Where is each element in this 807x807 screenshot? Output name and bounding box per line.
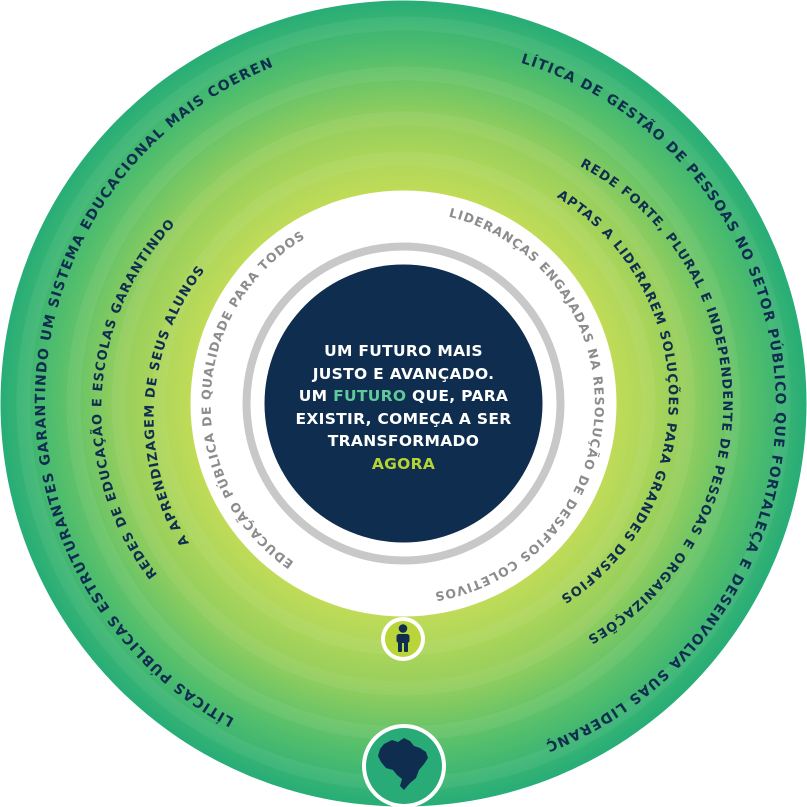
person-icon bbox=[381, 617, 425, 661]
gray-ring bbox=[242, 242, 565, 565]
center-line-4: EXISTIR, COMEÇA A SER bbox=[295, 409, 512, 428]
center-highlight-agora: AGORA bbox=[371, 454, 436, 473]
center-line-3: UM FUTURO QUE, PARA bbox=[283, 385, 524, 408]
center-line-2: JUSTO E AVANÇADO. bbox=[312, 364, 495, 383]
center-line-5: TRANSFORMADO bbox=[327, 432, 480, 450]
brazil-map-icon bbox=[362, 724, 446, 807]
center-line-1: UM FUTURO MAIS bbox=[324, 342, 483, 360]
center-message: UM FUTURO MAIS JUSTO E AVANÇADO. UM FUTU… bbox=[283, 340, 524, 475]
center-line-3-post: QUE, PARA bbox=[406, 387, 509, 405]
center-line-3-pre: UM bbox=[298, 387, 334, 405]
center-highlight-futuro: FUTURO bbox=[333, 387, 407, 405]
center-core bbox=[264, 264, 543, 543]
